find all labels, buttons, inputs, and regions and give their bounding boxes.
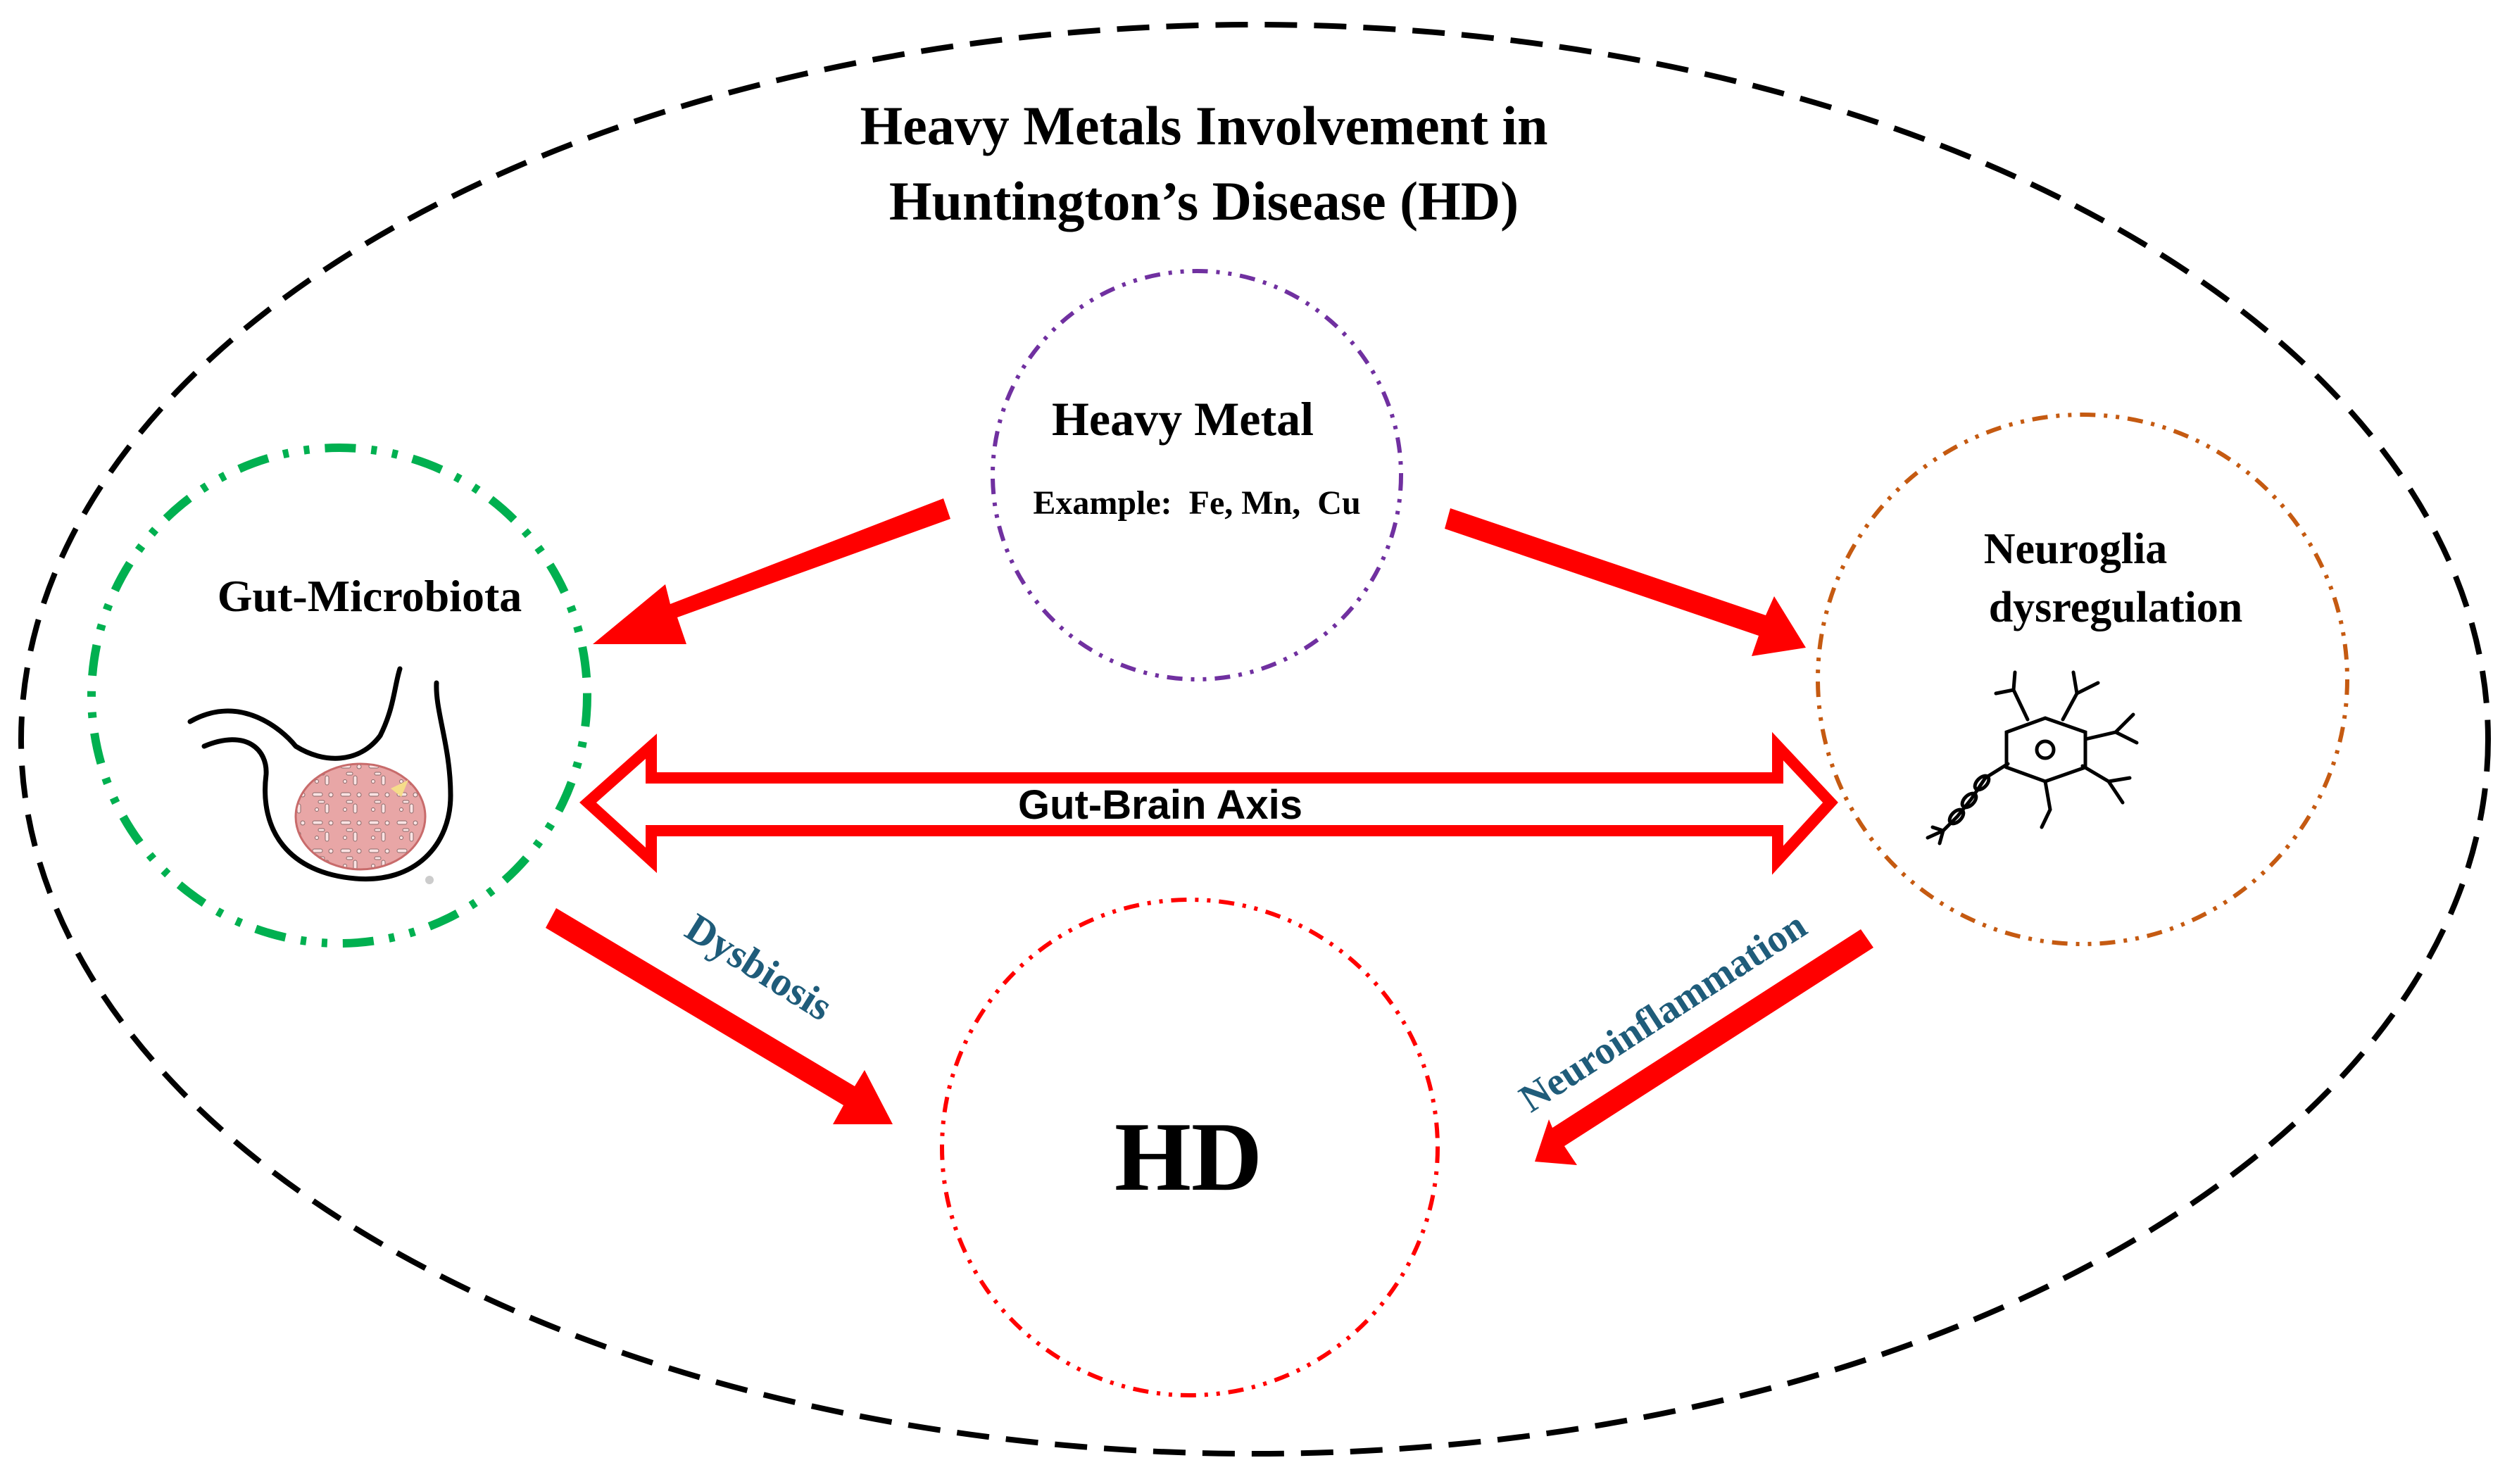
heavy-metal-example: Example: Fe, Mn, Cu xyxy=(1033,484,1360,522)
gut-microbiota-circle xyxy=(87,444,591,948)
title-line-1: Heavy Metals Involvement in xyxy=(860,95,1547,156)
hd-circle xyxy=(940,898,1440,1397)
neuroglia-circle xyxy=(1816,413,2349,946)
arrow-neuroinflammation xyxy=(1535,929,1873,1165)
neuron-icon xyxy=(1926,670,2139,845)
neuroglia-label-line-2: dysregulation xyxy=(1989,584,2243,631)
arrow-metal-to-neuroglia xyxy=(1445,508,1806,656)
gut-microbiota-node: Gut-Microbiota xyxy=(87,444,591,948)
title-line-2: Huntington’s Disease (HD) xyxy=(889,170,1519,232)
hd-node: HD xyxy=(940,898,1440,1397)
heavy-metal-circle xyxy=(991,269,1403,681)
arrow-dysbiosis xyxy=(546,908,893,1124)
heavy-metal-node: Heavy Metal Example: Fe, Mn, Cu xyxy=(991,269,1403,681)
arrow-metal-to-gut xyxy=(593,498,950,644)
gut-brain-axis-arrow xyxy=(579,731,1838,875)
gut-microbiota-label: Gut-Microbiota xyxy=(218,571,522,621)
stomach-icon xyxy=(187,666,453,884)
gut-brain-axis-label: Gut-Brain Axis xyxy=(1018,782,1302,828)
neuroglia-label-line-1: Neuroglia xyxy=(1984,525,2168,573)
hd-label: HD xyxy=(1114,1102,1262,1212)
heavy-metal-label: Heavy Metal xyxy=(1052,392,1314,446)
outer-boundary-ellipse xyxy=(18,22,2491,1457)
neuroglia-node: Neuroglia dysregulation xyxy=(1816,413,2349,946)
